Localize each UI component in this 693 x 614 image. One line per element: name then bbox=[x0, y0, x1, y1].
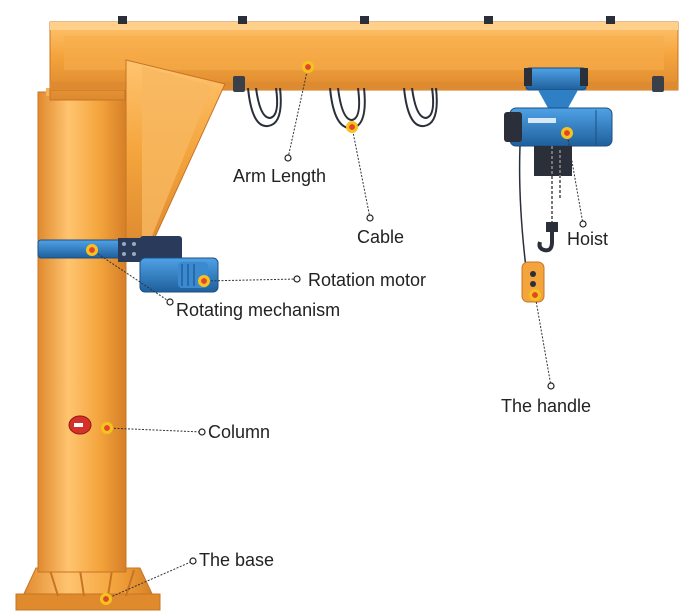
label-arm-length: Arm Length bbox=[233, 166, 326, 186]
label-anchors bbox=[166, 154, 587, 565]
label-the-handle: The handle bbox=[501, 396, 591, 416]
crane-column bbox=[37, 88, 127, 573]
rotation-motor-assembly bbox=[139, 236, 219, 293]
marker-cable bbox=[346, 121, 358, 133]
marker-arm-length bbox=[302, 61, 314, 73]
marker-rotation-motor bbox=[198, 275, 210, 287]
label-cable: Cable bbox=[357, 227, 404, 247]
label-hoist: Hoist bbox=[567, 229, 608, 249]
marker-the-base bbox=[100, 593, 112, 605]
label-the-base: The base bbox=[199, 550, 274, 570]
marker-the-handle bbox=[529, 289, 541, 301]
marker-rotating-mechanism bbox=[86, 244, 98, 256]
label-rotation-motor: Rotation motor bbox=[308, 270, 426, 290]
leader-lines bbox=[91, 66, 584, 600]
label-rotating-mechanism: Rotating mechanism bbox=[176, 300, 340, 320]
hoist-assembly bbox=[504, 67, 613, 303]
marker-column bbox=[101, 422, 113, 434]
crane-illustration bbox=[15, 16, 679, 611]
component-markers bbox=[86, 61, 573, 605]
component-labels: Arm Length Cable Hoist Rotation motor Ro… bbox=[176, 166, 608, 570]
cable-loops bbox=[247, 87, 438, 130]
crane-base bbox=[15, 567, 161, 611]
label-column: Column bbox=[208, 422, 270, 442]
emergency-switch-icon bbox=[68, 415, 92, 435]
marker-hoist bbox=[561, 127, 573, 139]
